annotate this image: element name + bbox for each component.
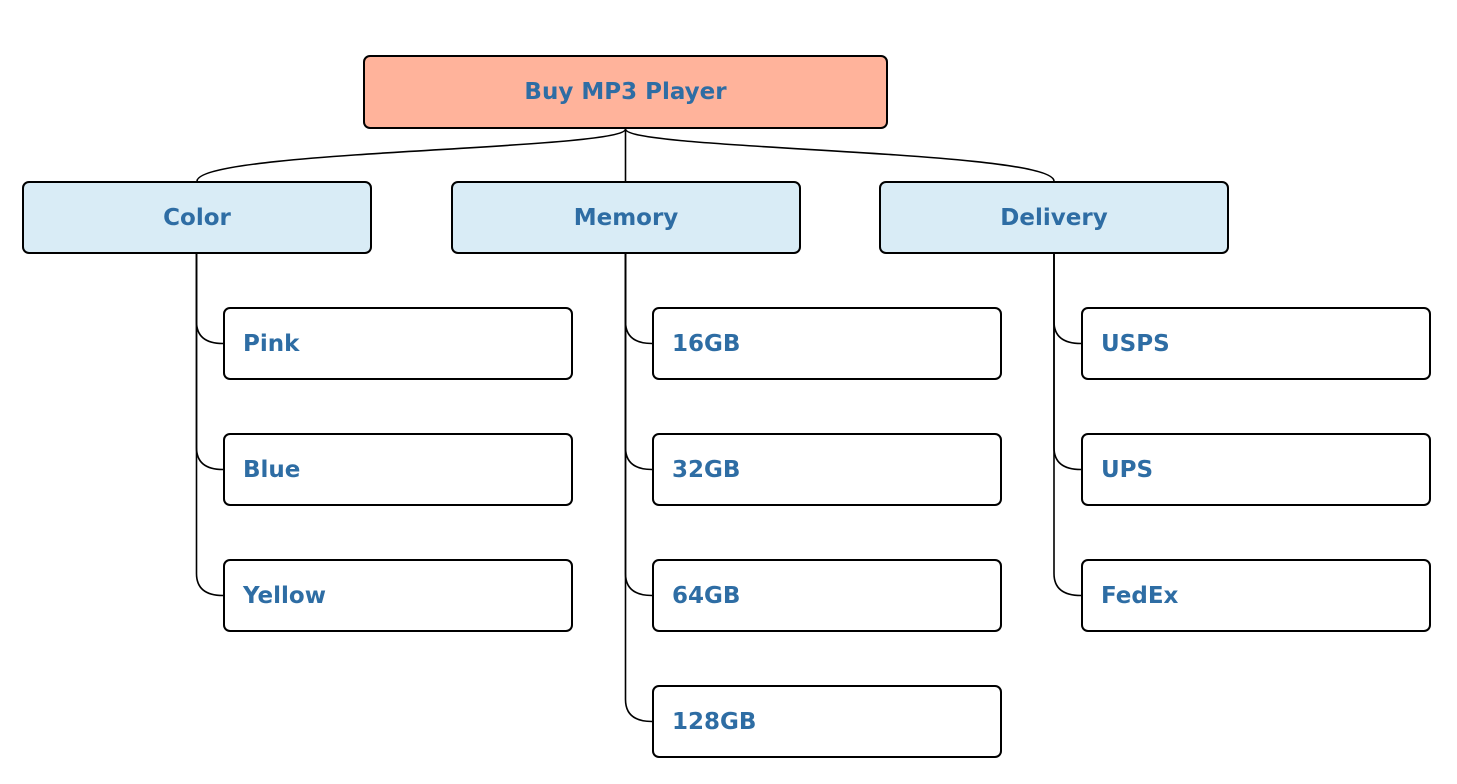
connector-root-delivery [624, 128, 1055, 182]
connector-memory-32gb [624, 254, 653, 471]
leaf-label: UPS [1101, 456, 1154, 483]
root-node[interactable]: Buy MP3 Player [363, 55, 888, 129]
connector-memory-16gb [624, 254, 653, 345]
connector-delivery-usps [1053, 254, 1082, 345]
leaf-label: 32GB [672, 456, 741, 483]
leaf-node-pink[interactable]: Pink [223, 307, 573, 380]
leaf-label: FedEx [1101, 582, 1179, 609]
category-label: Color [163, 204, 231, 231]
leaf-label: Pink [243, 330, 300, 357]
leaf-node-fedex[interactable]: FedEx [1081, 559, 1431, 632]
category-label: Memory [573, 204, 679, 231]
connector-root-color [196, 128, 627, 182]
leaf-node-32gb[interactable]: 32GB [652, 433, 1002, 506]
category-node-memory[interactable]: Memory [451, 181, 801, 254]
leaf-node-64gb[interactable]: 64GB [652, 559, 1002, 632]
category-node-delivery[interactable]: Delivery [879, 181, 1229, 254]
connector-delivery-ups [1053, 254, 1082, 471]
leaf-label: 64GB [672, 582, 741, 609]
category-node-color[interactable]: Color [22, 181, 372, 254]
connector-color-blue [195, 254, 224, 471]
leaf-label: 16GB [672, 330, 741, 357]
connector-color-pink [195, 254, 224, 345]
leaf-node-128gb[interactable]: 128GB [652, 685, 1002, 758]
connector-memory-128gb [624, 254, 653, 723]
leaf-node-16gb[interactable]: 16GB [652, 307, 1002, 380]
connector-delivery-fedex [1053, 254, 1082, 597]
connector-memory-64gb [624, 254, 653, 597]
category-label: Delivery [1000, 204, 1108, 231]
leaf-label: Yellow [243, 582, 326, 609]
leaf-node-ups[interactable]: UPS [1081, 433, 1431, 506]
leaf-label: Blue [243, 456, 301, 483]
root-label: Buy MP3 Player [524, 79, 727, 105]
leaf-node-blue[interactable]: Blue [223, 433, 573, 506]
leaf-label: 128GB [672, 708, 757, 735]
leaf-node-yellow[interactable]: Yellow [223, 559, 573, 632]
connector-color-yellow [195, 254, 224, 597]
leaf-label: USPS [1101, 330, 1170, 357]
leaf-node-usps[interactable]: USPS [1081, 307, 1431, 380]
